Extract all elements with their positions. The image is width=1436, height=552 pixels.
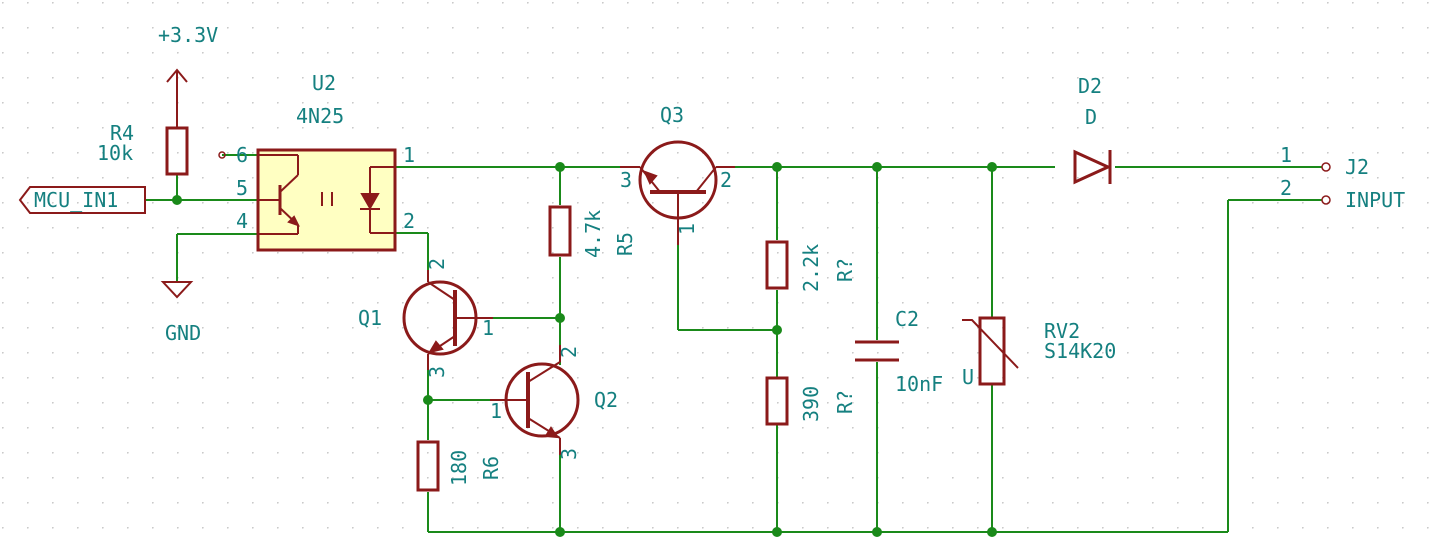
u2-ref: U2 (312, 71, 336, 95)
d2-value: D (1085, 105, 1097, 129)
power-label: +3.3V (158, 23, 218, 47)
d2-ref: D2 (1078, 74, 1102, 98)
c2-ref: C2 (895, 307, 919, 331)
r4-ref: R4 (110, 121, 134, 145)
capacitor-c2[interactable]: C2 10nF (855, 307, 943, 396)
q3-pin3: 3 (620, 168, 632, 192)
r4-value: 10k (97, 141, 133, 165)
r7-value: 2.2k (799, 244, 823, 292)
q1-pin1: 1 (482, 316, 494, 340)
u2-pin2: 2 (403, 209, 415, 233)
power-symbol-3v3[interactable]: +3.3V (158, 23, 218, 128)
r5-ref: R5 (613, 232, 637, 256)
c2-value: 10nF (895, 372, 943, 396)
u2-pin1: 1 (403, 143, 415, 167)
ground-symbol[interactable]: GND (160, 281, 201, 345)
label-mcu-in1[interactable]: MCU_IN1 (18, 186, 146, 214)
r8-value: 390 (799, 386, 823, 422)
resistor-r6[interactable]: 180 R6 (416, 440, 503, 492)
rv2-ref: RV2 (1044, 319, 1080, 343)
resistor-2k2[interactable]: 2.2k R? (765, 240, 857, 292)
q3-ref: Q3 (660, 103, 684, 127)
gnd-label: GND (165, 321, 201, 345)
u2-pin5: 5 (236, 176, 248, 200)
optocoupler-u2[interactable]: U2 4N25 6 5 4 1 2 (218, 71, 415, 252)
r8-ref: R? (833, 390, 857, 414)
r5-value: 4.7k (581, 210, 605, 258)
q3-pin1: 1 (675, 223, 699, 235)
connector-j2[interactable]: 1 2 J2 INPUT (1280, 143, 1405, 212)
u2-pin6: 6 (236, 143, 248, 167)
j2-ref: J2 (1345, 155, 1369, 179)
rv2-value: S14K20 (1044, 339, 1116, 363)
r6-value: 180 (447, 450, 471, 486)
transistor-q2[interactable]: Q2 1 2 3 (490, 345, 618, 460)
j2-value: INPUT (1345, 188, 1405, 212)
q2-pin3: 3 (557, 448, 581, 460)
q1-pin2: 2 (425, 258, 449, 270)
u2-value: 4N25 (296, 104, 344, 128)
rv2-u: U (962, 365, 974, 389)
q2-pin1: 1 (490, 399, 502, 423)
resistor-390[interactable]: 390 R? (765, 376, 857, 426)
u2-pin4: 4 (236, 209, 248, 233)
resistor-r4[interactable]: R4 10k (97, 110, 189, 176)
j2-pin2: 2 (1280, 176, 1292, 200)
diode-d2[interactable]: D2 D (1073, 74, 1112, 185)
transistor-q1[interactable]: Q1 1 2 3 (358, 258, 494, 378)
r7-ref: R? (833, 258, 857, 282)
transistor-q3[interactable]: Q3 3 2 1 (620, 103, 735, 245)
junctions (172, 162, 997, 537)
j2-pin1: 1 (1280, 143, 1292, 167)
q1-pin3: 3 (425, 366, 449, 378)
resistor-r5[interactable]: 4.7k R5 (548, 205, 637, 258)
mcu-label-text: MCU_IN1 (34, 188, 118, 212)
r6-ref: R6 (479, 456, 503, 480)
wires (145, 154, 1322, 533)
q1-ref: Q1 (358, 306, 382, 330)
varistor-rv2[interactable]: RV2 S14K20 U (962, 316, 1116, 389)
q2-pin2: 2 (557, 346, 581, 358)
q3-pin2: 2 (720, 168, 732, 192)
q2-ref: Q2 (594, 388, 618, 412)
